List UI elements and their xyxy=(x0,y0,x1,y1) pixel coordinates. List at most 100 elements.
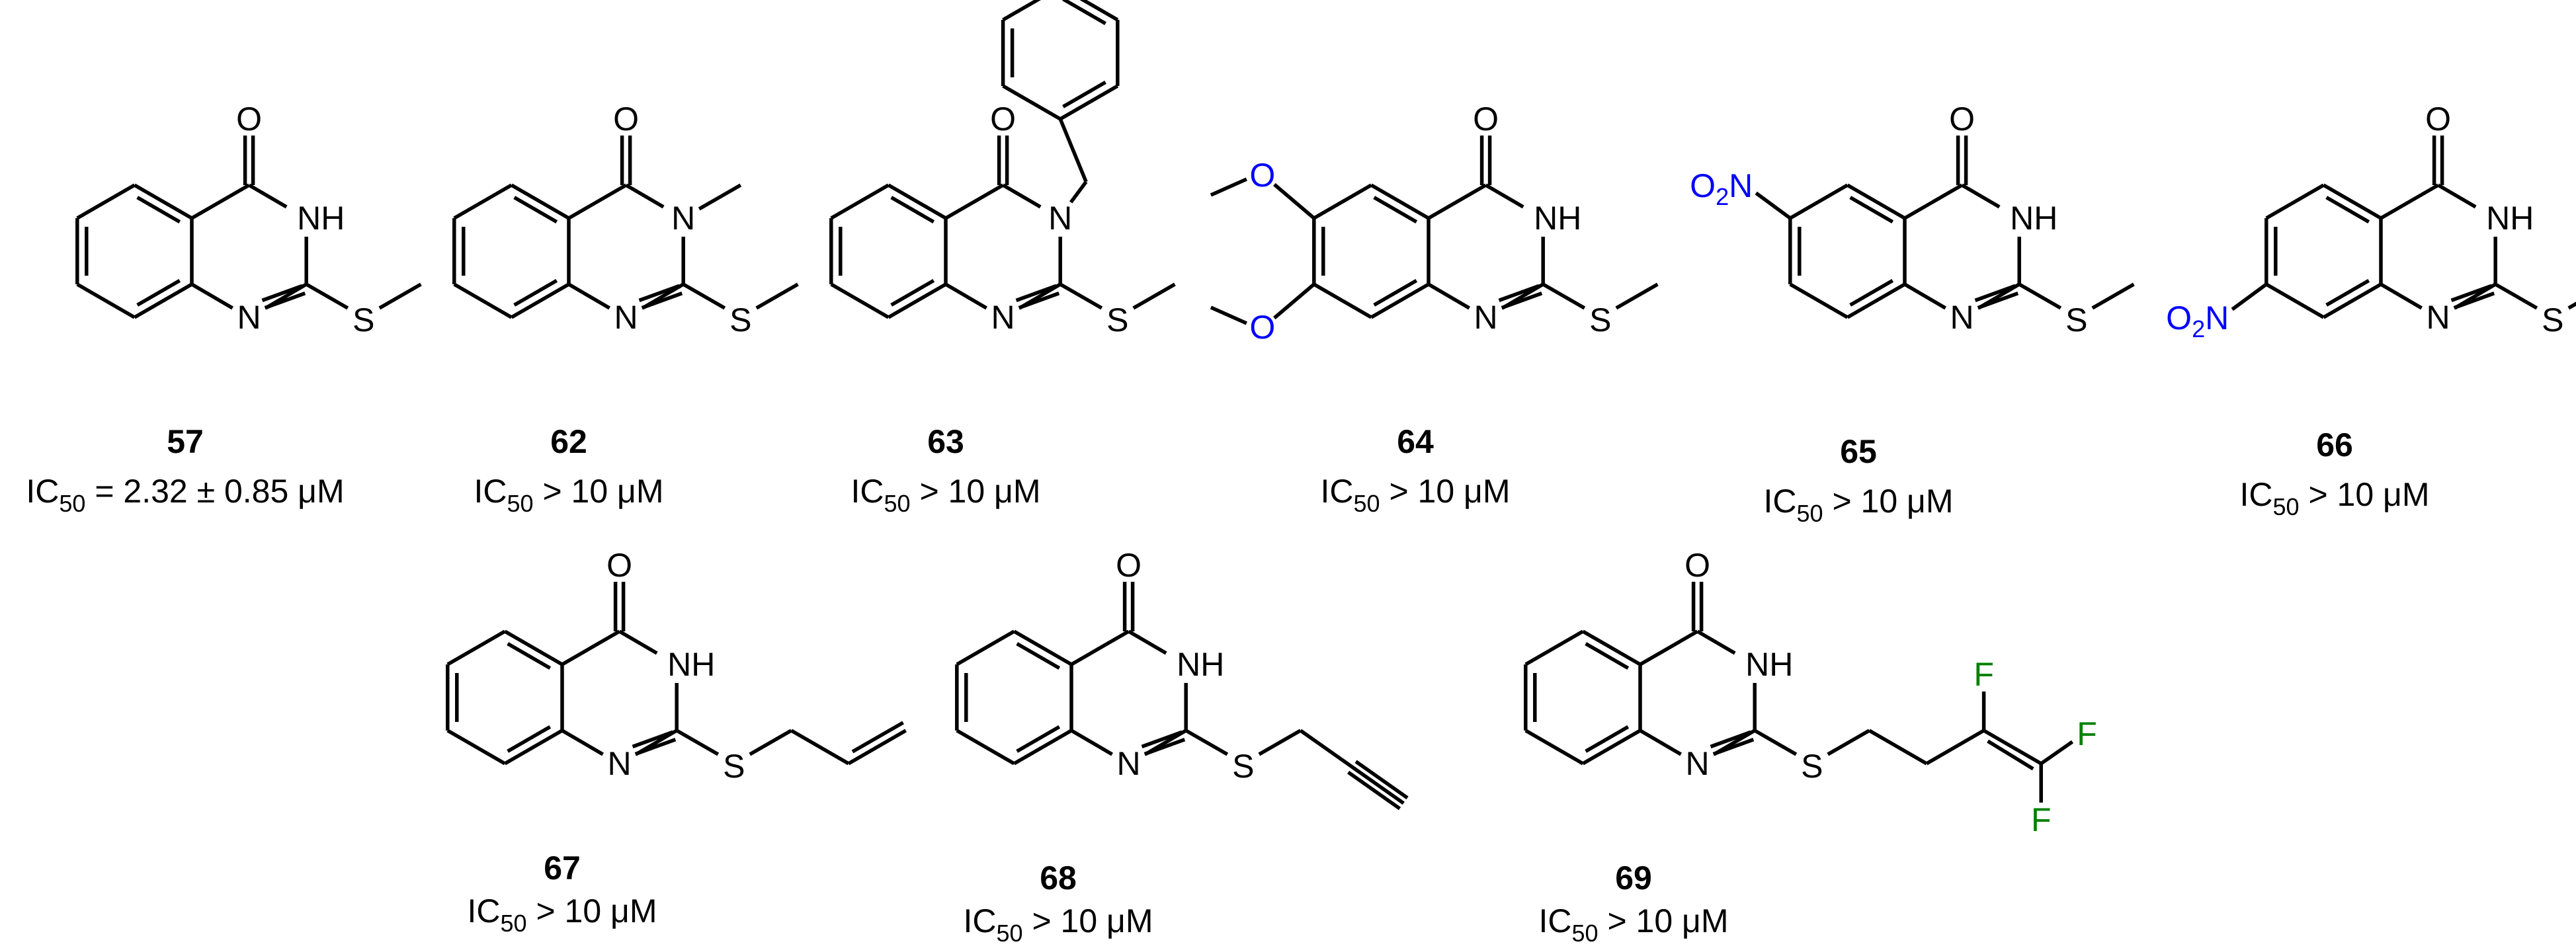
nitro-group: O2N xyxy=(2166,299,2229,342)
bond xyxy=(1070,629,1130,666)
ic50-prefix: IC xyxy=(26,473,59,510)
nitro-bond xyxy=(2231,282,2268,311)
ic50-rest: > 10 μM xyxy=(534,473,664,510)
alkene-bond xyxy=(1987,739,2034,771)
bond xyxy=(1373,196,1418,224)
compound-number: 67 xyxy=(544,850,581,887)
bond xyxy=(1582,629,1641,666)
sulfur-atom: S xyxy=(353,301,374,338)
nh-atom: NH xyxy=(1177,646,1224,683)
oxygen-atom: O xyxy=(1949,100,1975,138)
sulfur-atom: S xyxy=(729,301,751,338)
bond xyxy=(2437,183,2477,209)
chain-bond xyxy=(1868,729,1928,766)
bond xyxy=(2450,284,2493,302)
methoxy-bond xyxy=(1210,305,1247,325)
bond xyxy=(1016,642,1061,670)
allyl-bond xyxy=(851,721,904,754)
bond xyxy=(1015,284,1058,302)
bond xyxy=(1615,282,1659,310)
bond xyxy=(632,730,674,748)
bond xyxy=(2018,282,2062,310)
bond xyxy=(1143,738,1186,756)
oxygen-atom: O xyxy=(2425,100,2451,138)
bond xyxy=(1018,292,1060,310)
bond xyxy=(134,282,193,319)
compound-number: 69 xyxy=(1615,859,1652,896)
bond xyxy=(2265,183,2325,220)
ic50-subscript: 50 xyxy=(501,910,527,937)
bond xyxy=(638,284,681,302)
bond xyxy=(888,282,947,319)
nitro-bond xyxy=(1755,191,1792,220)
bond xyxy=(1585,642,1630,670)
bond xyxy=(1373,278,1418,307)
sulfur-atom: S xyxy=(2542,301,2563,338)
sulfur-atom: S xyxy=(1589,301,1611,338)
nitrogen-atom: N xyxy=(614,299,638,336)
bond xyxy=(1427,282,1470,310)
oxygen-atom: O xyxy=(1116,547,1142,584)
nitrogen-atom: N xyxy=(991,299,1015,336)
phenyl-bond xyxy=(1059,84,1119,121)
bond xyxy=(446,729,506,766)
sulfur-atom: S xyxy=(1232,748,1254,785)
bond xyxy=(1753,729,1798,756)
ic50-rest: > 10 μM xyxy=(1599,902,1729,939)
ic50-prefix: IC xyxy=(851,473,884,510)
ic50-value: IC50 = 2.32 ± 0.85 μM xyxy=(26,473,344,517)
nh-atom: NH xyxy=(667,646,715,683)
bond xyxy=(1141,730,1183,748)
bond xyxy=(2323,183,2382,220)
bond xyxy=(1789,282,1849,319)
sulfur-atom: S xyxy=(2065,301,2087,338)
ic50-rest: > 10 μM xyxy=(2300,476,2430,513)
propargyl-bond xyxy=(1299,729,1353,769)
sulfur-atom: S xyxy=(1106,301,1128,338)
fluorine-atom: F xyxy=(2031,801,2052,838)
methoxy-bond xyxy=(1210,177,1247,197)
ic50-value: IC50 > 10 μM xyxy=(1321,473,1511,517)
bond xyxy=(1903,183,1963,220)
bond xyxy=(2567,301,2576,310)
bond xyxy=(504,629,563,666)
ic50-rest: > 10 μM xyxy=(1823,483,1954,520)
phenyl-bond xyxy=(1062,0,1106,26)
ic50-subscript: 50 xyxy=(1797,500,1823,527)
ic50-subscript: 50 xyxy=(507,490,534,517)
alkyne-bond xyxy=(1350,765,1405,805)
bond xyxy=(1184,729,1229,756)
nitro-oxygen: O xyxy=(2166,299,2192,337)
ic50-prefix: IC xyxy=(964,902,997,939)
bond xyxy=(567,282,610,310)
oxygen-atom: O xyxy=(990,100,1016,138)
nitro-subscript: 2 xyxy=(2192,315,2205,342)
nh-atom: NH xyxy=(2486,200,2534,237)
oxygen-atom: O xyxy=(1684,547,1710,584)
nh-atom: NH xyxy=(1534,200,1581,237)
bond xyxy=(305,282,349,310)
oxygen-atom: O xyxy=(236,100,262,138)
bond xyxy=(453,183,513,220)
oxygen-atom: O xyxy=(606,547,632,584)
ic50-rest: = 2.32 ± 0.85 μM xyxy=(85,473,344,510)
bond xyxy=(1313,282,1372,319)
bond xyxy=(682,282,726,310)
compound-number: 63 xyxy=(927,423,964,460)
bond xyxy=(136,196,181,224)
bond xyxy=(1977,292,2019,310)
nitrogen-atom: N xyxy=(2427,299,2450,336)
bond xyxy=(2380,282,2423,310)
bond xyxy=(511,183,570,220)
ic50-prefix: IC xyxy=(1764,483,1797,520)
bond xyxy=(1498,284,1540,302)
bond xyxy=(1847,282,1906,319)
bond xyxy=(1370,183,1430,220)
compound-number: 65 xyxy=(1840,433,1877,470)
compound-number: 62 xyxy=(550,423,587,460)
bond xyxy=(1789,183,1849,220)
bond xyxy=(378,282,422,310)
